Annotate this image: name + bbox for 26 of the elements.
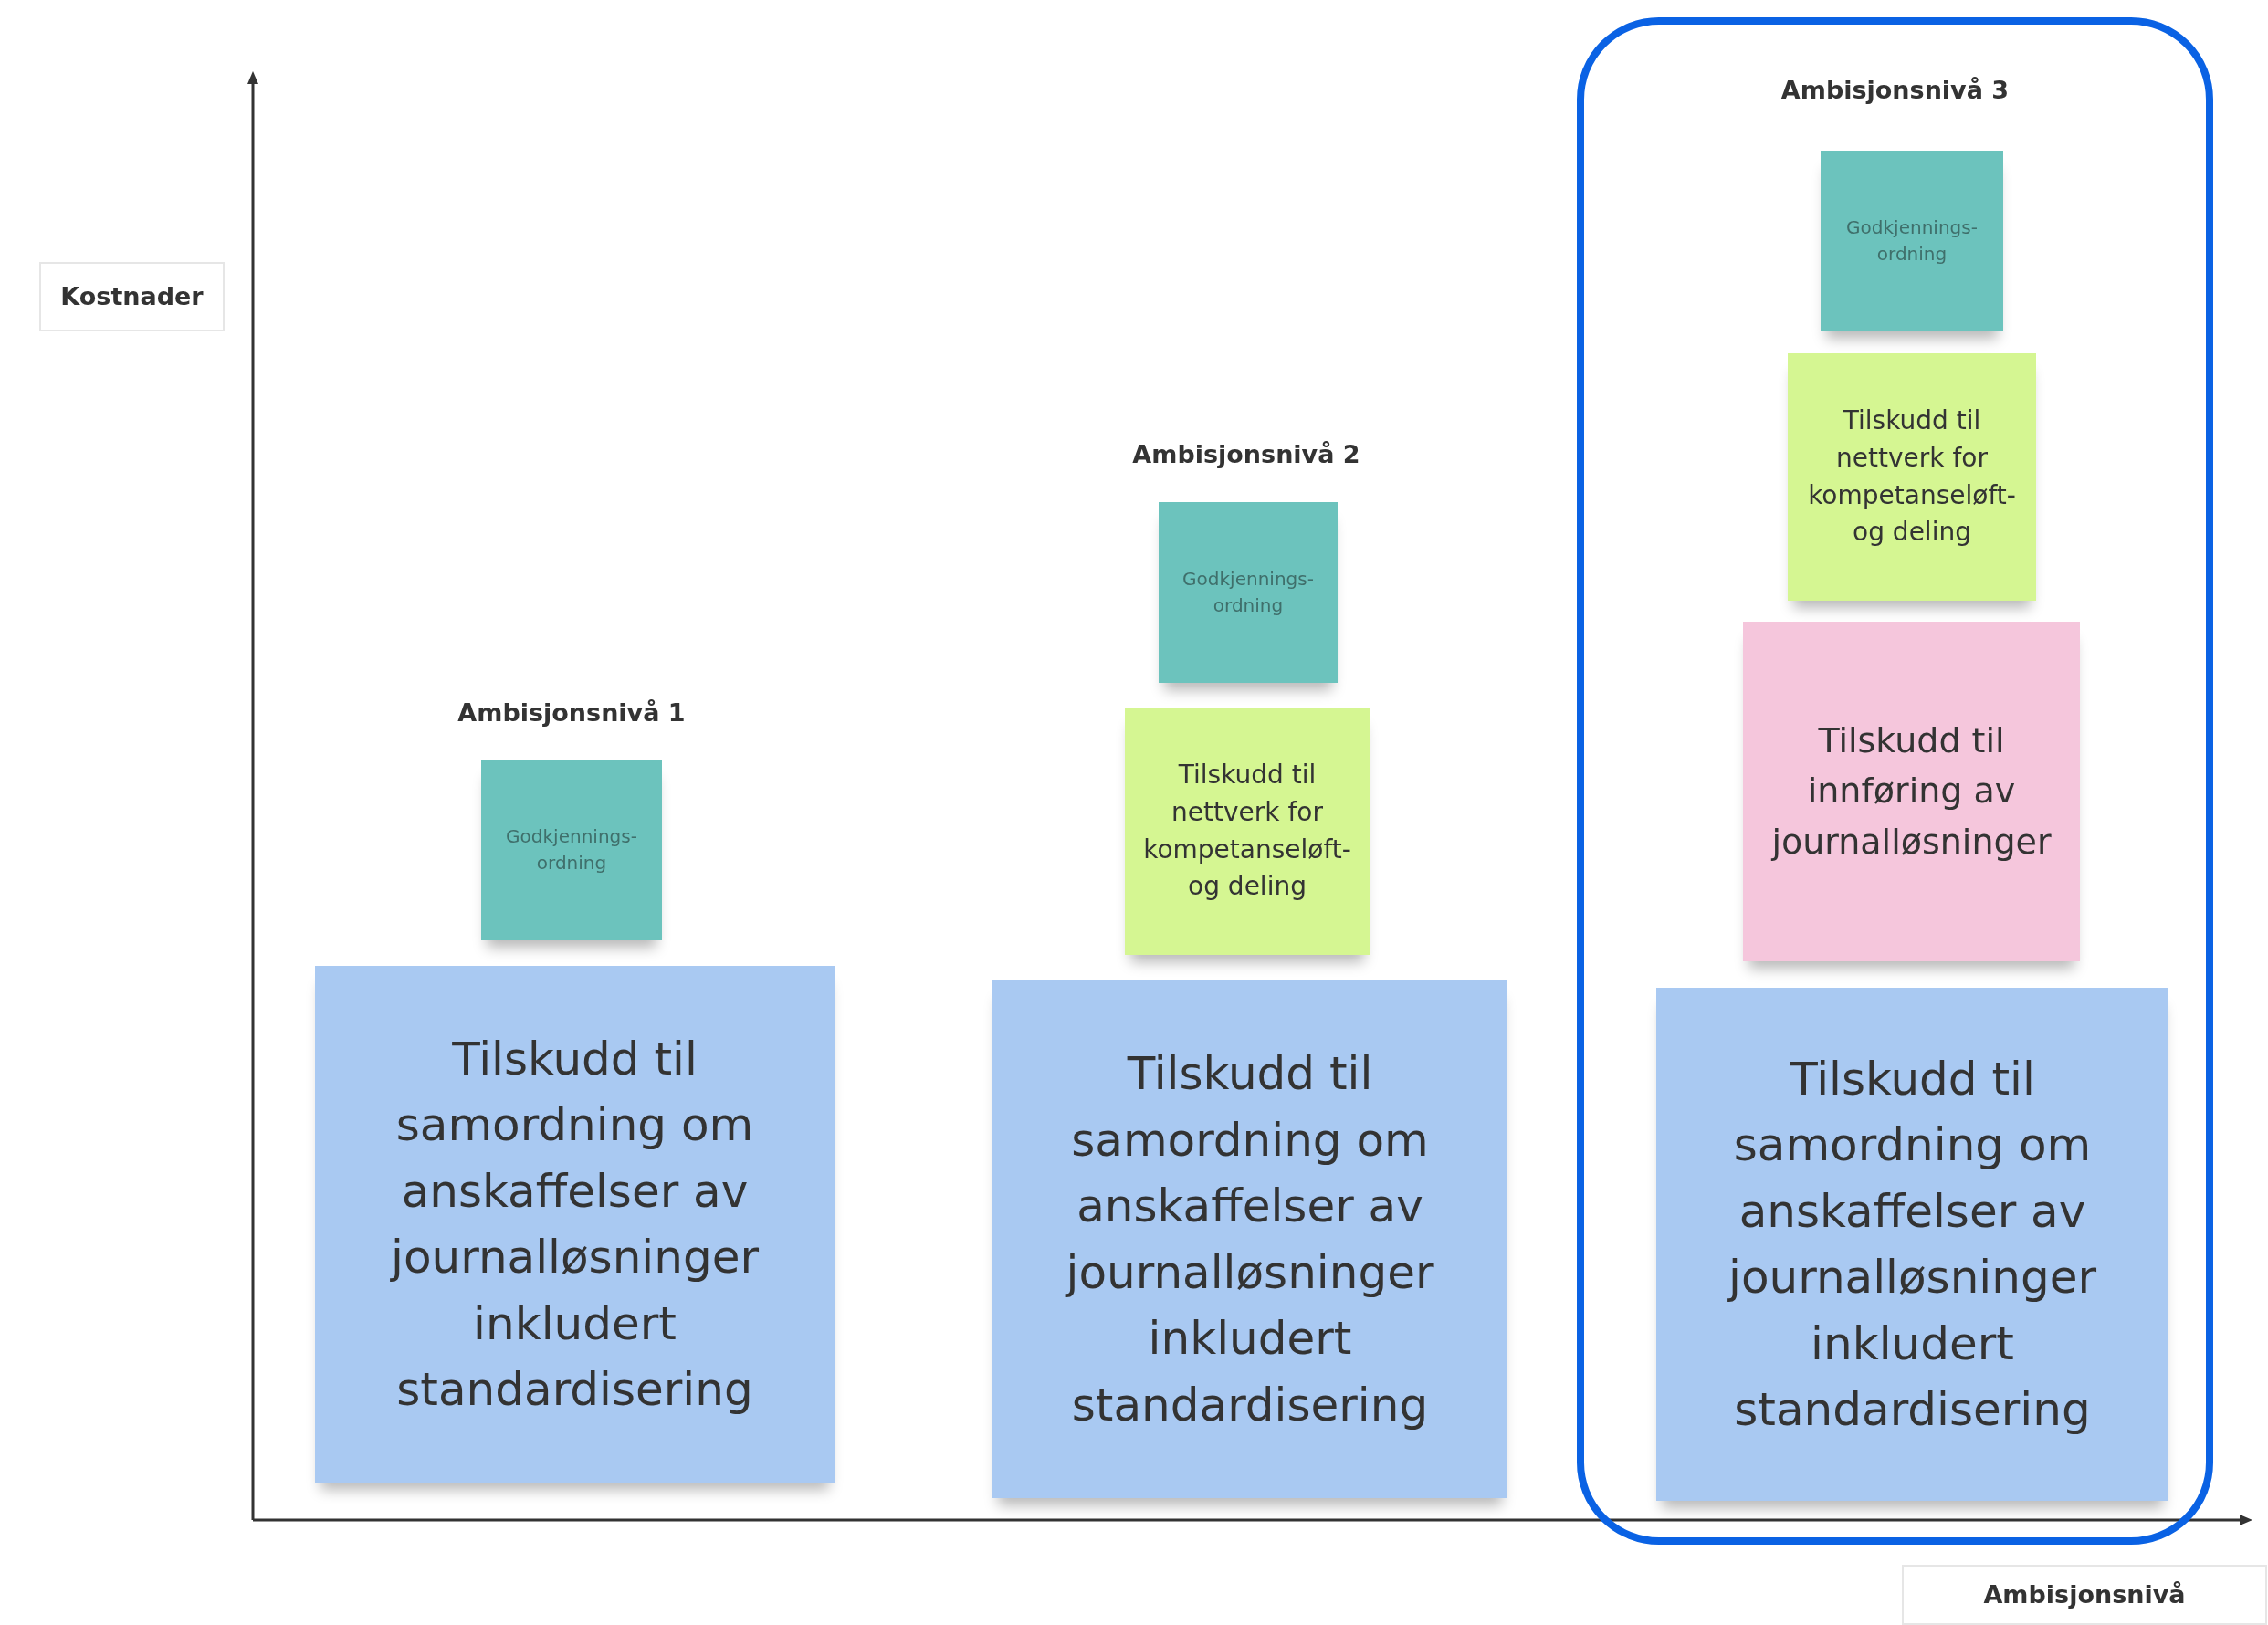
sticky-note <box>1656 988 2168 1501</box>
note-text: Tilskudd til nettverk for kompetanseløft- og deling <box>1808 404 2016 550</box>
sticky-note <box>1821 151 2003 331</box>
sticky-note <box>1125 708 1370 955</box>
note-text: Godkjennings- ordning <box>1181 567 1315 618</box>
sticky-note <box>1788 353 2036 601</box>
axis-label: Ambisjonsnivå <box>1983 1579 2186 1611</box>
note-text: Godkjennings- ordning <box>1845 215 1979 267</box>
note-text: Tilskudd til samordning om anskaffelser av journalløsninger inkludert standardisering <box>389 1031 760 1418</box>
axis-label-box <box>1902 1565 2267 1625</box>
level-heading: Ambisjonsnivå 3 <box>1780 76 2010 104</box>
axis-label-box <box>39 262 225 331</box>
sticky-note <box>1743 622 2080 961</box>
axis-label: Kostnader <box>60 281 204 313</box>
note-text: Tilskudd til innføring av journalløsninger <box>1770 719 2053 864</box>
sticky-note <box>992 980 1507 1498</box>
level-heading: Ambisjonsnivå 1 <box>457 698 686 727</box>
level-heading: Ambisjonsnivå 2 <box>1132 440 1360 468</box>
note-text: Tilskudd til nettverk for kompetanseløft- og deling <box>1143 759 1351 904</box>
note-text: Tilskudd til samordning om anskaffelser av journalløsninger inkludert standardisering <box>1727 1051 2097 1438</box>
sticky-note <box>315 966 835 1483</box>
note-text: Godkjennings- ordning <box>505 824 638 875</box>
note-text: Tilskudd til samordning om anskaffelser av journalløsninger inkludert standardisering <box>1064 1046 1435 1433</box>
highlight-frame <box>1577 17 2213 1545</box>
sticky-note <box>481 760 662 940</box>
sticky-note <box>1159 502 1338 683</box>
